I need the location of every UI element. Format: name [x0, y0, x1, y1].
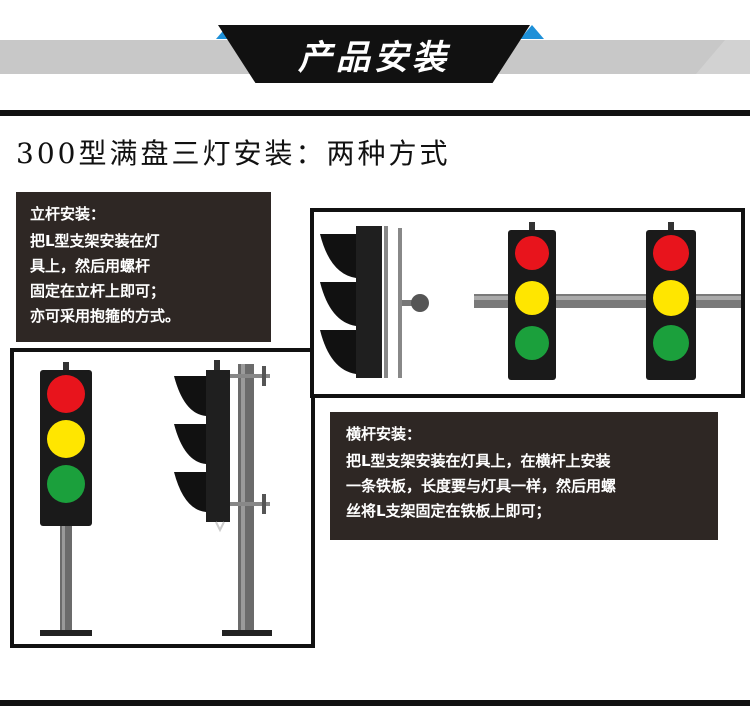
bottom-divider [0, 700, 750, 706]
side-pole-highlight [241, 364, 245, 630]
pole-install-illustration [10, 348, 315, 648]
arm-install-note: 横杆安装： 把L型支架安装在灯具上，在横杆上安装 一条铁板，长度要与灯具一样，然… [330, 412, 718, 540]
visor-1 [320, 234, 356, 278]
banner-dark-tab [218, 25, 530, 83]
arm-highlight [474, 296, 741, 300]
visor-3 [320, 330, 356, 374]
pole-highlight [62, 526, 65, 630]
pole-install-line: 固定在立杆上即可； [30, 282, 166, 300]
pole-install-svg [40, 360, 272, 636]
arm-stub [402, 300, 416, 306]
side-housing [206, 370, 230, 522]
signal-top-cap [668, 222, 674, 230]
green-lamp [515, 326, 549, 360]
pole-install-line: 亦可采用抱箍的方式。 [30, 307, 181, 325]
arm-install-line: 把L型支架安装在灯具上，在横杆上安装 [346, 452, 611, 470]
side-pole-base [222, 630, 272, 636]
clamp-top [262, 366, 266, 386]
mount-hook [215, 521, 225, 533]
page-headline: 300型满盘三灯安装：两种方式 [16, 137, 451, 170]
bracket-bottom [230, 502, 270, 506]
side-housing [356, 226, 382, 378]
banner-title: 产品安装 [298, 37, 450, 78]
pole-install-line: 具上，然后用螺杆 [30, 257, 151, 275]
arm-install-illustration [310, 208, 745, 398]
pole-install-line: 把L型支架安装在灯 [30, 232, 160, 250]
signal-top-cap [63, 362, 69, 370]
red-lamp [653, 235, 689, 271]
signal-top-cap [529, 222, 535, 230]
yellow-lamp [515, 281, 549, 315]
red-lamp [47, 375, 85, 413]
top-divider [0, 110, 750, 116]
bracket-top [230, 374, 270, 378]
arm-install-svg [320, 222, 741, 380]
visor-2 [320, 282, 356, 326]
arm-end [411, 294, 429, 312]
visor-2 [174, 424, 206, 464]
pole-install-title: 立杆安装： [30, 205, 106, 223]
side-bracket [384, 226, 388, 378]
pole-install-note: 立杆安装： 把L型支架安装在灯 具上，然后用螺杆 固定在立杆上即可； 亦可采用抱… [16, 192, 271, 342]
arm-install-line: 丝将L支架固定在铁板上即可； [346, 502, 551, 520]
green-lamp [47, 465, 85, 503]
red-lamp [515, 236, 549, 270]
green-lamp [653, 325, 689, 361]
arm-install-title: 横杆安装： [346, 425, 422, 443]
arm-install-line: 一条铁板，长度要与灯具一样，然后用螺 [346, 477, 617, 495]
side-top-cap [214, 360, 220, 370]
side-plate [398, 228, 402, 378]
visor-1 [174, 376, 206, 416]
clamp-bottom [262, 494, 266, 514]
pole-base [40, 630, 92, 636]
side-pole [238, 364, 254, 630]
yellow-lamp [653, 280, 689, 316]
yellow-lamp [47, 420, 85, 458]
pole [60, 526, 72, 630]
visor-3 [174, 472, 206, 512]
